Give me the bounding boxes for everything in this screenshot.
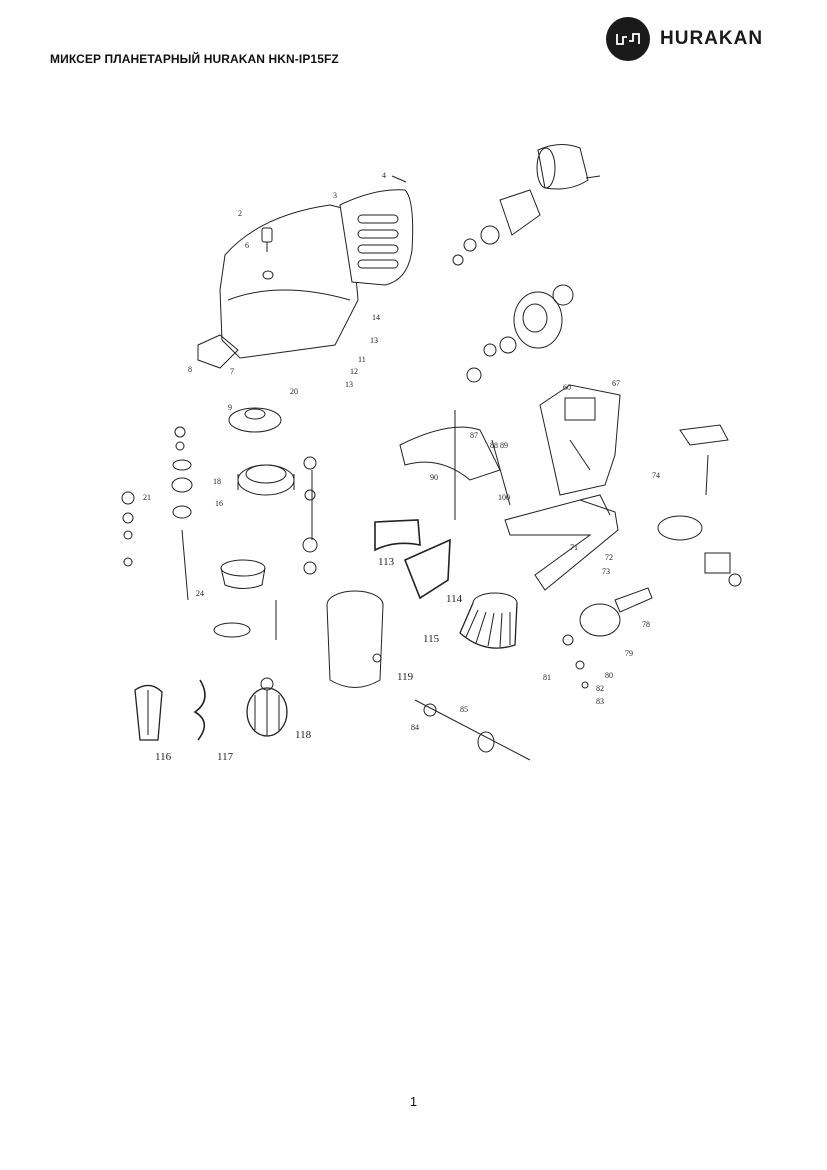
callout-11: 11	[358, 355, 366, 364]
callout-14: 14	[372, 313, 380, 322]
callout-13: 13	[345, 380, 353, 389]
callout-119: 119	[397, 671, 414, 683]
callout-79: 79	[625, 649, 633, 658]
callout-73: 73	[602, 567, 610, 576]
callout-16: 16	[215, 499, 223, 508]
callout-90: 90	[430, 473, 438, 482]
hurakan-logo-icon	[606, 17, 650, 61]
callout-115: 115	[423, 633, 440, 645]
callout-87: 87	[470, 431, 478, 440]
callout-72: 72	[605, 553, 613, 562]
exploded-parts-diagram: 2 3 4 6 7 8 9 11 12 13 13 14 16 18 20 21…	[121, 144, 742, 763]
callout-60: 60	[563, 383, 571, 392]
callout-4: 4	[382, 171, 386, 180]
callout-113: 113	[378, 556, 395, 568]
callout-117: 117	[217, 751, 234, 763]
callout-12: 12	[350, 367, 358, 376]
callout-7: 7	[230, 367, 234, 376]
callout-80: 80	[605, 671, 613, 680]
brand: HURAKAN	[606, 17, 763, 61]
callout-8: 8	[188, 365, 192, 374]
callout-6: 6	[245, 241, 249, 250]
callout-82: 82	[596, 684, 604, 693]
callout-83: 83	[596, 697, 604, 706]
callout-118: 118	[295, 729, 312, 741]
page-number: 1	[409, 1094, 418, 1109]
callout-3: 3	[333, 191, 337, 200]
callout-74: 74	[652, 471, 660, 480]
callout-78: 78	[642, 620, 650, 629]
callout-88: 88	[490, 441, 498, 450]
document-title: МИКСЕР ПЛАНЕТАРНЫЙ HURAKAN HKN-IP15FZ	[50, 52, 339, 66]
callout-21: 21	[143, 493, 151, 502]
brand-name: HURAKAN	[660, 28, 764, 49]
callout-84: 84	[411, 723, 419, 732]
callout-9: 9	[228, 403, 232, 412]
callout-89: 89	[500, 441, 508, 450]
callout-85: 85	[460, 705, 468, 714]
callout-100: 100	[498, 493, 510, 502]
callout-24: 24	[196, 589, 204, 598]
callout-114: 114	[446, 593, 463, 605]
callout-2: 2	[238, 209, 242, 218]
callout-13b: 13	[370, 336, 378, 345]
callout-20: 20	[290, 387, 298, 396]
callout-71: 71	[570, 543, 578, 552]
callout-67: 67	[612, 379, 620, 388]
callout-116: 116	[155, 751, 172, 763]
callout-81: 81	[543, 673, 551, 682]
callout-18: 18	[213, 477, 221, 486]
